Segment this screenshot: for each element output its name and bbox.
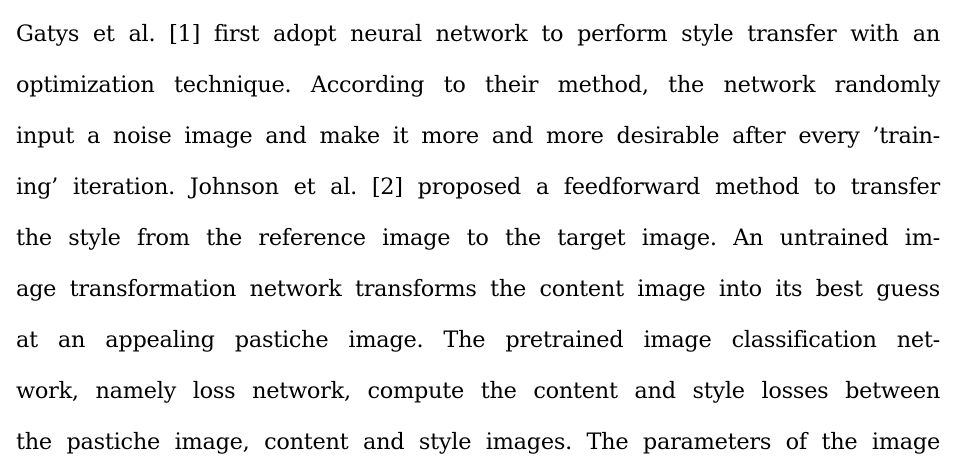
text-line: age transformation network transforms th…	[16, 276, 940, 302]
text-line: the style from the reference image to th…	[16, 225, 940, 251]
text-line: at an appealing pastiche image. The pret…	[16, 327, 940, 353]
text-line: Gatys et al. [1] first adopt neural netw…	[16, 21, 940, 47]
text-line: input a noise image and make it more and…	[16, 123, 940, 149]
text-line: ing’ iteration. Johnson et al. [2] propo…	[16, 174, 940, 200]
text-line: optimization technique. According to the…	[16, 72, 940, 98]
body-paragraph: Gatys et al. [1] first adopt neural netw…	[16, 9, 940, 468]
text-line: work, namely loss network, compute the c…	[16, 378, 940, 404]
text-line: the pastiche image, content and style im…	[16, 429, 940, 455]
